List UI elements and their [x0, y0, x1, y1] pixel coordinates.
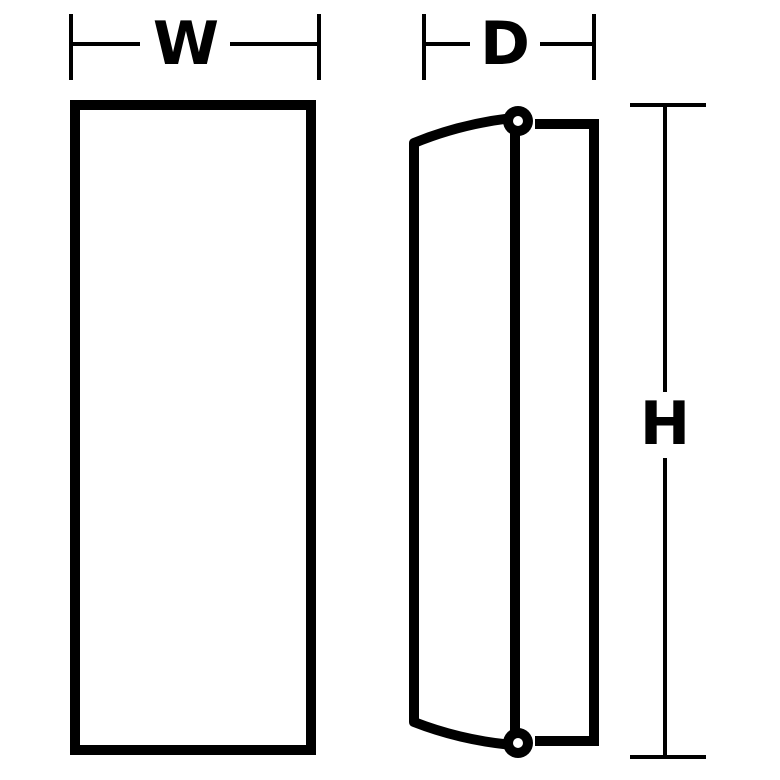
front-view-outline — [70, 100, 316, 755]
depth-label: D — [480, 9, 530, 79]
top-screw-highlight — [513, 116, 523, 126]
depth-dimension: D — [422, 9, 596, 80]
side-view — [409, 106, 599, 758]
height-label: H — [640, 389, 690, 459]
side-view-diffuser — [409, 113, 513, 750]
width-dimension: W — [69, 9, 321, 80]
height-dimension: H — [630, 103, 706, 759]
bottom-screw-highlight — [513, 738, 523, 748]
width-label: W — [153, 9, 219, 79]
side-view-backplate — [535, 119, 599, 746]
